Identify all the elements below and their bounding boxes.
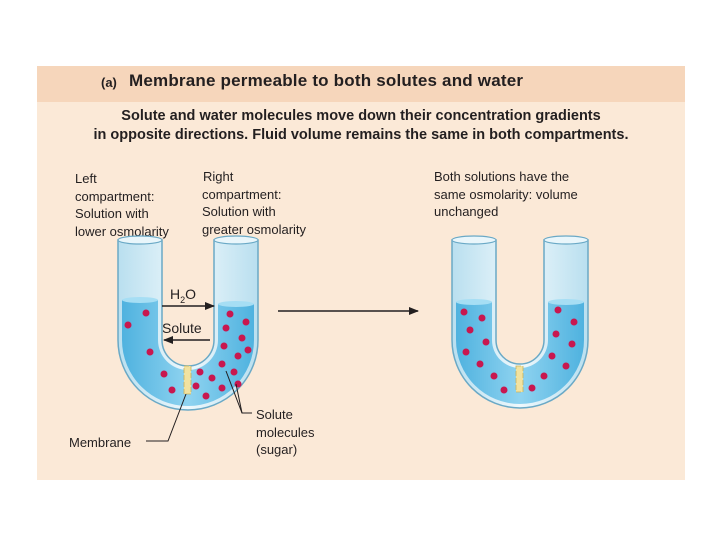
- solute-particle: [244, 346, 252, 354]
- solute-particle: [192, 382, 200, 390]
- result-label: Both solutions have the same osmolarity:…: [434, 168, 578, 221]
- tube-rim: [117, 235, 163, 245]
- right-label-line: Solution with: [202, 204, 276, 219]
- solute-arrow-label: Solute: [162, 320, 202, 336]
- solute-particle: [160, 370, 168, 378]
- solute-molecules-line: (sugar): [256, 442, 298, 457]
- result-label-line: same osmolarity: volume: [434, 186, 578, 202]
- left-label-line: lower osmolarity: [75, 223, 169, 239]
- left-label-line: Left: [75, 171, 97, 186]
- solute-particle: [548, 352, 556, 360]
- solute-particle: [242, 318, 250, 326]
- water-label-h: H: [170, 286, 181, 302]
- panel-description: Solute and water molecules move down the…: [37, 107, 685, 145]
- solute-particle: [562, 362, 570, 370]
- fluid-surface: [548, 299, 584, 305]
- solute-molecules-line: Solute: [256, 407, 293, 422]
- tube-rim: [451, 235, 497, 245]
- solute-particles-before: [124, 309, 252, 400]
- left-label-line: compartment:: [75, 188, 155, 204]
- solute-particle: [208, 374, 216, 382]
- water-arrow-label: H2O: [170, 286, 196, 309]
- solute-particle: [482, 338, 490, 346]
- right-label-line: compartment:: [202, 186, 282, 202]
- right-label-line: Right: [203, 169, 234, 184]
- solute-particle: [202, 392, 210, 400]
- u-tube-after: [451, 235, 589, 409]
- solute-particle: [146, 348, 154, 356]
- tube-rim: [543, 235, 589, 245]
- solute-particle: [490, 372, 498, 380]
- solute-particle: [540, 372, 548, 380]
- solute-particle: [124, 321, 132, 329]
- membrane-leader-line: [146, 393, 187, 442]
- solute-particle: [466, 326, 474, 334]
- solute-particle: [528, 384, 536, 392]
- tube-rim: [213, 235, 259, 245]
- water-label-o: O: [185, 286, 197, 302]
- solute-particle: [230, 368, 238, 376]
- solute-particle: [552, 330, 560, 338]
- solution: [122, 300, 254, 406]
- solute-leader-line: [235, 383, 243, 414]
- solute-molecules-line: molecules: [256, 424, 315, 440]
- solute-particle: [554, 306, 562, 314]
- water-label-subscript: 2: [180, 294, 186, 305]
- fluid-surface: [456, 299, 492, 305]
- membrane-label: Membrane: [69, 435, 132, 450]
- solute-particle: [226, 310, 234, 318]
- solute-particle: [462, 348, 470, 356]
- title-band: (a) Membrane permeable to both solutes a…: [37, 66, 685, 102]
- fluid-surface: [122, 297, 158, 303]
- solute-particle: [196, 368, 204, 376]
- solute-particle: [460, 308, 468, 316]
- description-line-2: in opposite directions. Fluid volume rem…: [93, 127, 629, 143]
- solute-particle: [220, 342, 228, 350]
- solute-particle: [168, 386, 176, 394]
- left-label-line: Solution with: [75, 206, 149, 221]
- result-label-line: Both solutions have the: [434, 169, 570, 184]
- solute-particle: [478, 314, 486, 322]
- solute-particle: [476, 360, 484, 368]
- solute-particle: [218, 384, 226, 392]
- description-line-1: Solute and water molecules move down the…: [121, 108, 601, 124]
- fluid-surface: [218, 301, 254, 307]
- solute-particle: [142, 309, 150, 317]
- panel-title: Membrane permeable to both solutes and w…: [129, 71, 524, 90]
- solute-particle: [218, 360, 226, 368]
- solute-particle: [500, 386, 508, 394]
- solute-molecules-label: Solute molecules (sugar): [256, 406, 315, 459]
- right-compartment-label: Right compartment: Solution with greater…: [202, 168, 306, 238]
- left-compartment-label: Left compartment: Solution with lower os…: [75, 170, 169, 240]
- solute-particle: [570, 318, 578, 326]
- solute-particles-after: [460, 306, 578, 394]
- membrane: [183, 365, 192, 395]
- solution: [456, 302, 584, 404]
- right-label-line: greater osmolarity: [202, 221, 307, 237]
- u-tube-before: [117, 235, 259, 411]
- result-label-line: unchanged: [434, 204, 499, 219]
- panel-letter: (a): [101, 75, 117, 90]
- solute-particle: [238, 334, 246, 342]
- solute-particle: [234, 380, 242, 388]
- solute-particle: [234, 352, 242, 360]
- membrane: [515, 365, 524, 393]
- solute-particle: [222, 324, 230, 332]
- solute-particle: [568, 340, 576, 348]
